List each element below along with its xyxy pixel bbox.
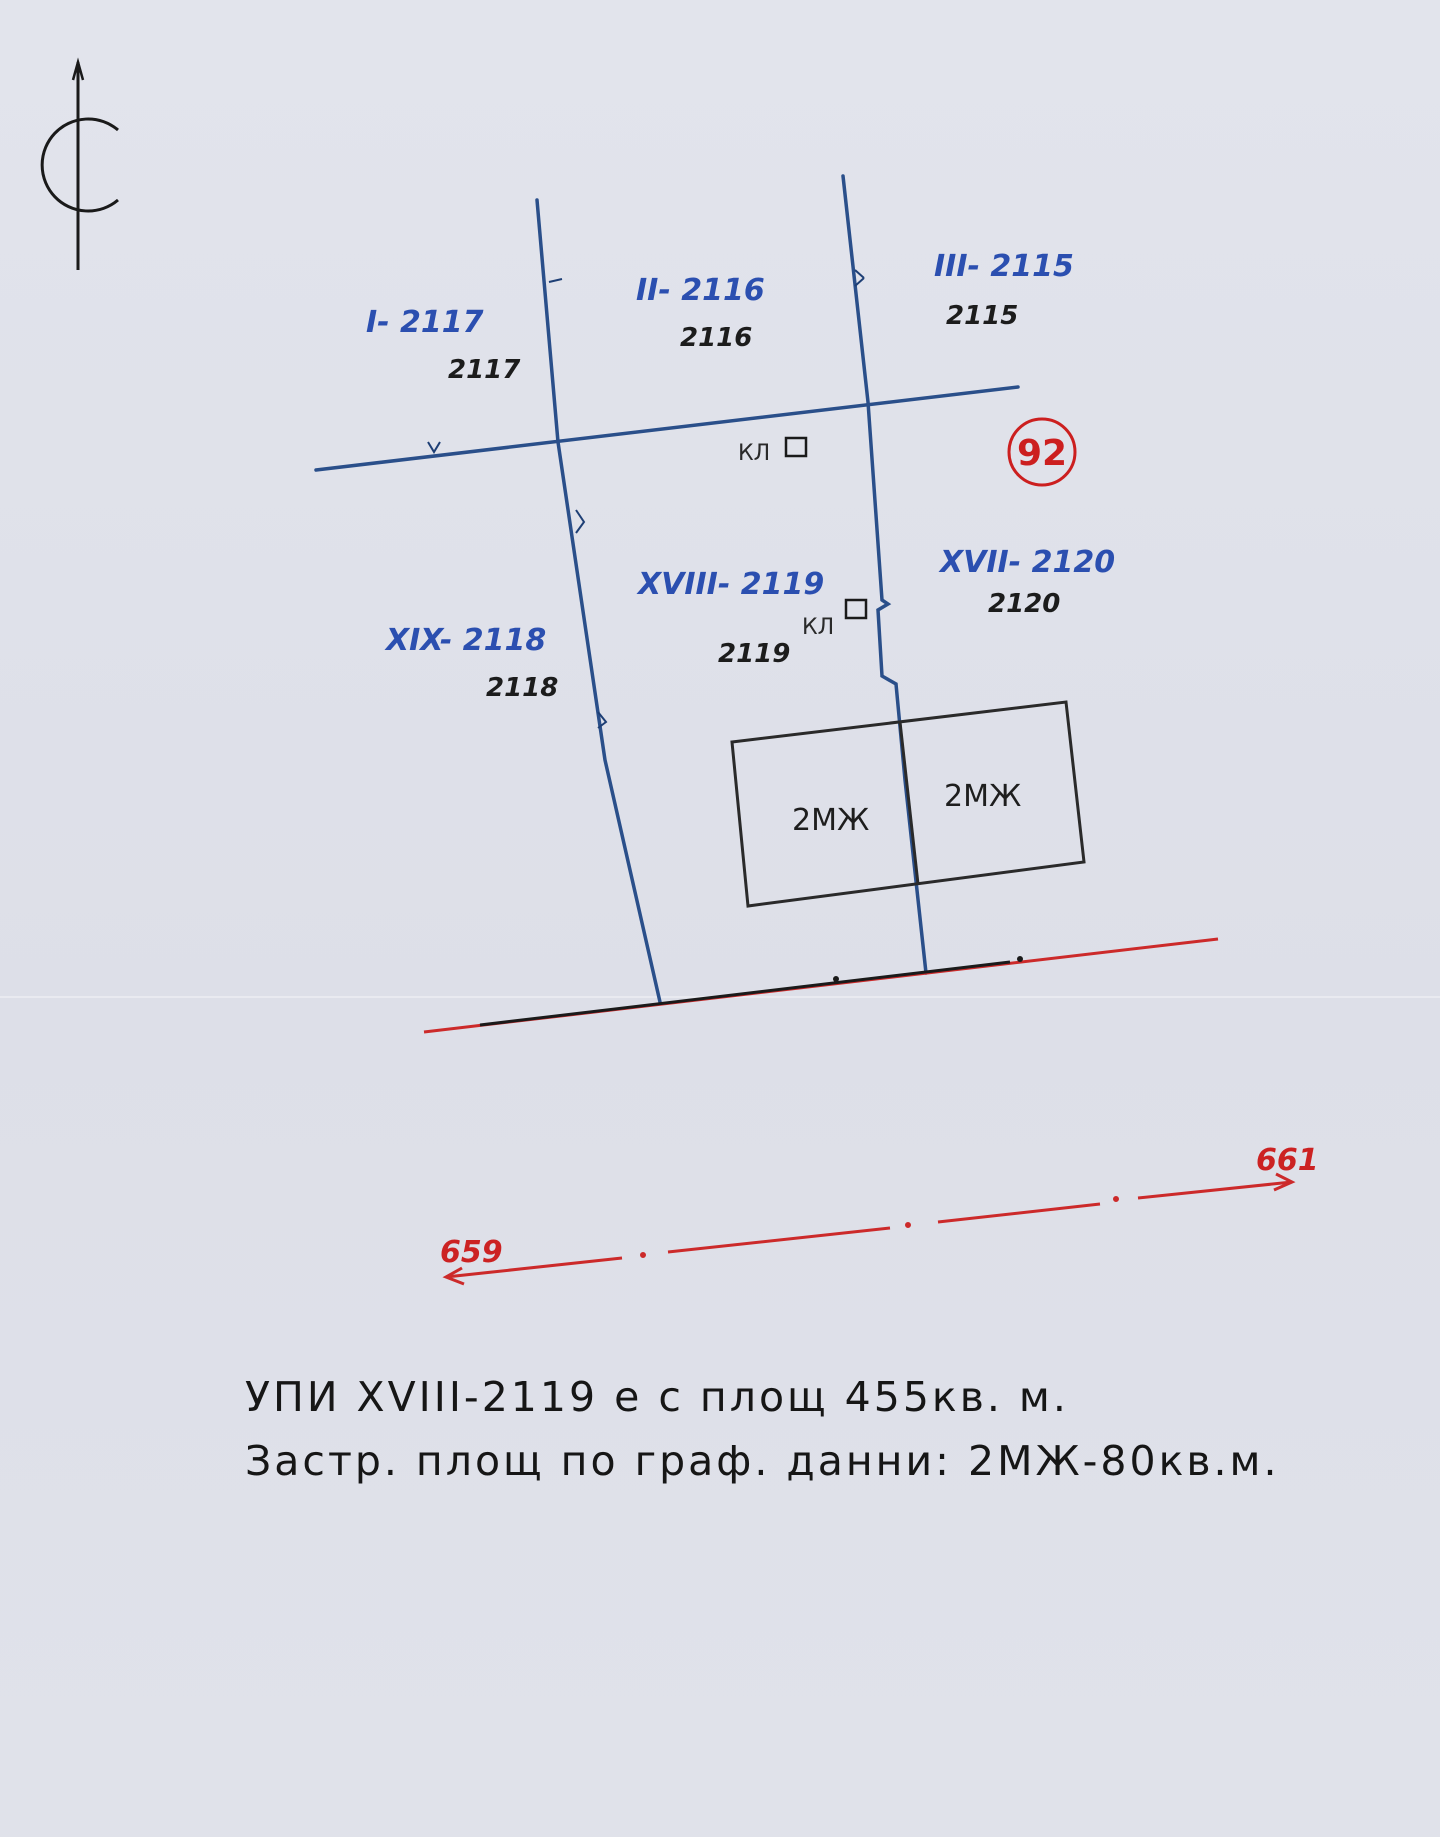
lot-number: 2119 (718, 639, 790, 669)
street-line (423, 937, 1219, 1034)
kl-marker-2: КЛ (802, 598, 868, 640)
lot-name: XVII- 2120 (938, 545, 1115, 580)
lot-XVII-2120: XVII- 2120 2120 (938, 545, 1115, 619)
kl-marker-1: КЛ (738, 436, 808, 466)
lot-name: XIX- 2118 (384, 623, 546, 658)
street-point-left: 659 (440, 1235, 503, 1270)
boundary-ticks (427, 269, 865, 729)
street-axis (442, 1172, 1296, 1286)
building-label-right: 2МЖ (944, 779, 1021, 814)
boundary-horizontal (314, 385, 1020, 472)
kl-label-1: КЛ (738, 441, 770, 466)
kl-label-2: КЛ (802, 615, 834, 640)
lot-II-2116: II- 2116 2116 (636, 273, 765, 353)
building-footprint (730, 700, 1086, 908)
lot-number: 2115 (946, 301, 1018, 331)
north-arrow-icon (40, 57, 119, 270)
lot-number: 2117 (448, 355, 521, 385)
lot-name: XVIII- 2119 (636, 567, 824, 602)
plot-notes: УПИ XVIII-2119 е с площ 455кв. м. Застр.… (245, 1365, 1395, 1493)
note-built-area: Застр. площ по граф. данни: 2МЖ-80кв.м. (245, 1437, 1280, 1485)
street-point-right: 661 (1256, 1143, 1319, 1178)
lot-number: 2120 (988, 589, 1060, 619)
lot-name: I- 2117 (366, 305, 484, 340)
building-label-left: 2МЖ (792, 803, 869, 838)
lot-name: II- 2116 (636, 273, 765, 308)
lot-name: III- 2115 (934, 249, 1074, 284)
lot-XVIII-2119: XVIII- 2119 2119 (636, 567, 824, 669)
lot-number: 2116 (680, 323, 752, 353)
lot-I-2117: I- 2117 2117 (366, 305, 521, 385)
boundary-left (535, 198, 662, 1004)
block-number: 92 (1017, 433, 1067, 474)
lot-number: 2118 (486, 673, 558, 703)
lot-III-2115: III- 2115 2115 (934, 249, 1074, 331)
lot-XIX-2118: XIX- 2118 2118 (384, 623, 558, 703)
block-number-badge: 92 (1007, 417, 1077, 487)
note-area: УПИ XVIII-2119 е с площ 455кв. м. (245, 1373, 1069, 1421)
